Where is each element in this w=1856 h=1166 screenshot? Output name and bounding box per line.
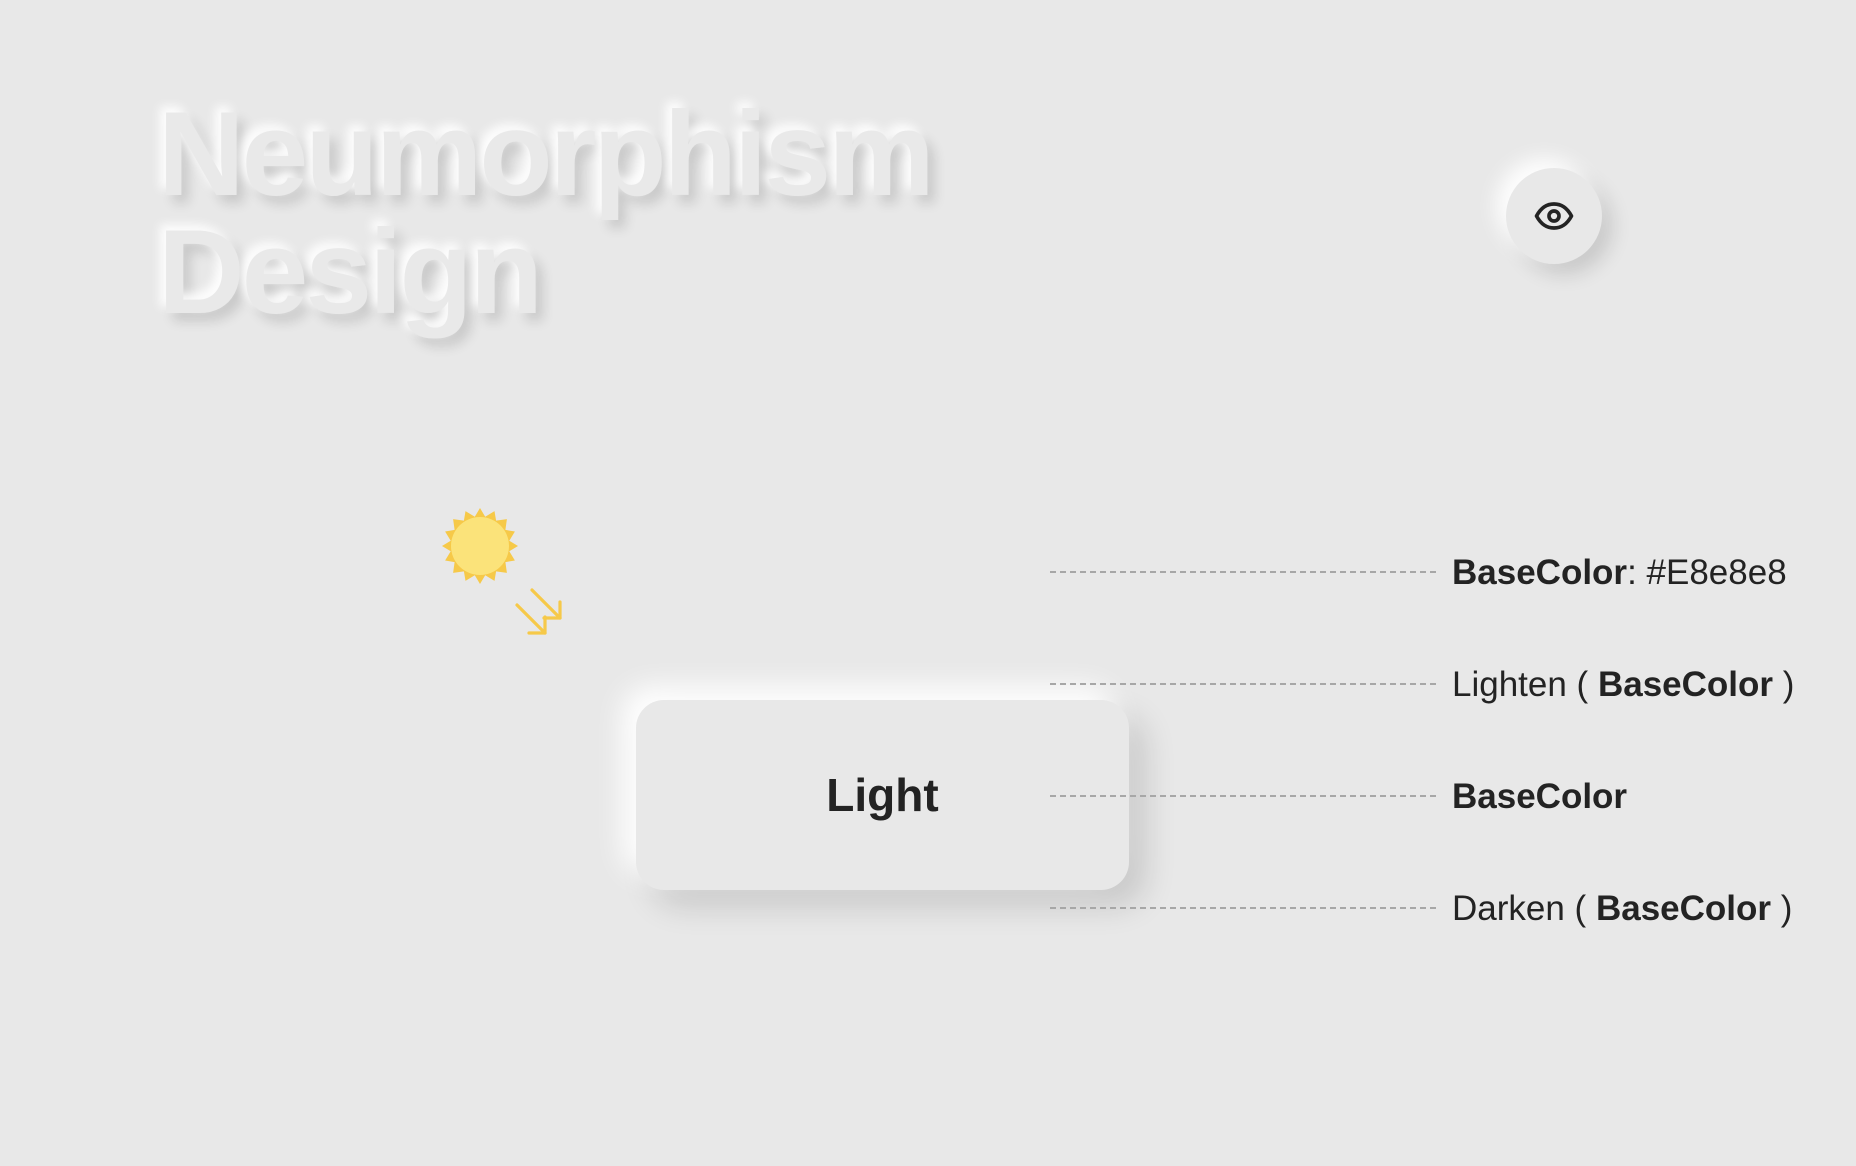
hero-title-line-2: Design — [158, 205, 543, 339]
light-card-label: Light — [826, 769, 939, 821]
hero-title-line-1: Neumorphism — [158, 87, 935, 221]
darken-base-color-name: BaseColor — [1595, 889, 1772, 928]
base-name: BaseColor — [1452, 777, 1628, 816]
lighten-prefix: Lighten ( — [1452, 665, 1589, 704]
darken-annotation: Darken ( BaseColor ) — [1452, 889, 1792, 929]
double-arrow-down-right-icon — [515, 588, 562, 635]
base-color-separator: : — [1627, 553, 1637, 592]
base-annotation: BaseColor — [1452, 777, 1627, 817]
lighten-base-color-name: BaseColor — [1597, 665, 1774, 704]
lighten-suffix: ) — [1782, 665, 1795, 704]
base-color-annotation: BaseColor: #E8e8e8 — [1452, 553, 1787, 593]
base-guide-line — [1050, 795, 1436, 797]
darken-prefix: Darken ( — [1452, 889, 1587, 928]
base-color-value: #E8e8e8 — [1646, 553, 1787, 592]
base-color-guide-line — [1050, 571, 1436, 573]
lighten-annotation: Lighten ( BaseColor ) — [1452, 665, 1794, 705]
lighten-guide-line — [1050, 683, 1436, 685]
eye-button[interactable] — [1506, 168, 1602, 264]
base-color-name: BaseColor — [1452, 553, 1628, 592]
hero-title: Neumorphism Design — [158, 87, 935, 339]
eye-icon — [1534, 202, 1574, 230]
sun-icon — [442, 508, 518, 584]
darken-guide-line — [1050, 907, 1436, 909]
darken-suffix: ) — [1780, 889, 1793, 928]
light-demo-card[interactable]: Light — [636, 700, 1129, 890]
